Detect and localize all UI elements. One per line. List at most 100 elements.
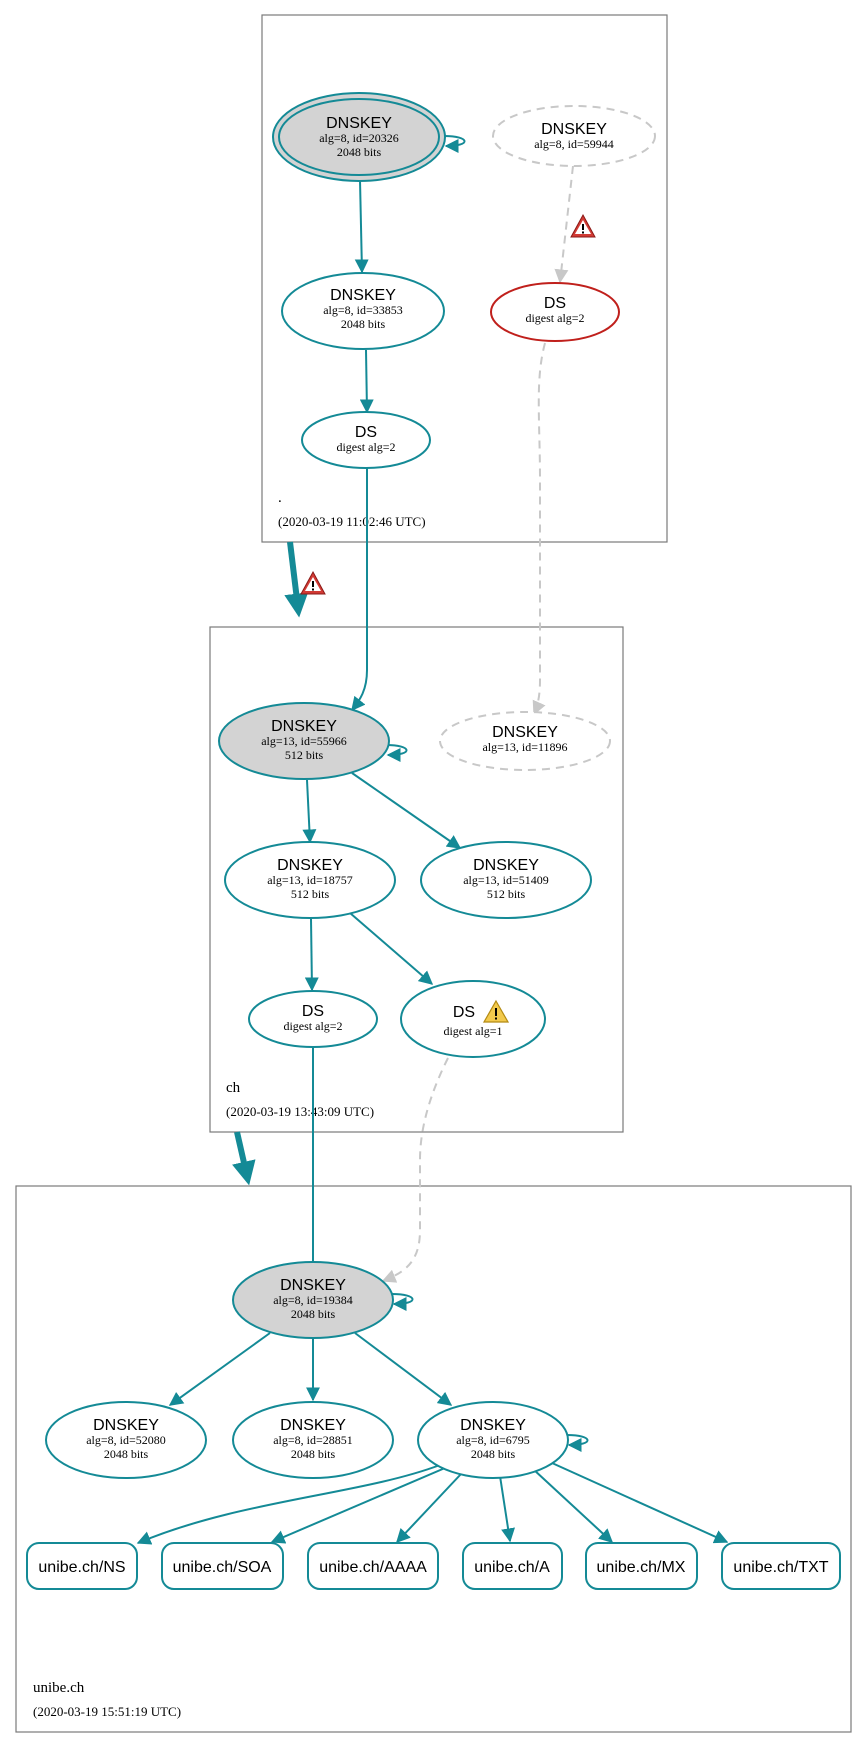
rrset-aaaa[interactable]: unibe.ch/AAAA — [307, 1542, 439, 1590]
edge-ch-zsk1-ds1 — [349, 912, 434, 985]
node-bits: 2048 bits — [291, 1307, 336, 1321]
node-title: DS — [302, 1003, 324, 1020]
edge-root-bogus-ds-ch-ghost — [532, 342, 546, 716]
node-bits: 512 bits — [285, 748, 324, 762]
node-alg-id: alg=8, id=33853 — [323, 303, 403, 317]
rrset-txt[interactable]: unibe.ch/TXT — [721, 1542, 841, 1590]
node-digest: digest alg=2 — [336, 440, 395, 454]
edge-zsk-soa — [270, 1467, 446, 1544]
edge-zsk-txt — [551, 1462, 729, 1544]
rrset-label: unibe.ch/AAAA — [319, 1559, 427, 1576]
node-title: DS — [544, 295, 566, 312]
node-alg-id: alg=8, id=20326 — [319, 131, 399, 145]
edge-ch-ksk-zsk2 — [351, 772, 462, 849]
node-root-zsk[interactable]: DNSKEY alg=8, id=33853 2048 bits — [281, 272, 445, 350]
node-digest: digest alg=2 — [283, 1019, 342, 1033]
node-alg-id: alg=13, id=55966 — [261, 734, 347, 748]
rrset-label: unibe.ch/MX — [597, 1559, 686, 1576]
node-root-bogus-ds[interactable]: DS digest alg=2 — [490, 282, 620, 342]
zone-label: . — [278, 490, 282, 506]
rrset-soa[interactable]: unibe.ch/SOA — [161, 1542, 284, 1590]
node-bits: 2048 bits — [337, 145, 382, 159]
node-bits: 2048 bits — [341, 317, 386, 331]
node-digest: digest alg=1 — [443, 1024, 502, 1038]
node-alg-id: alg=8, id=19384 — [273, 1293, 353, 1307]
node-bits: 512 bits — [487, 887, 526, 901]
edge-root-ksk-zsk — [354, 179, 369, 274]
edge-zsk-aaaa — [396, 1473, 462, 1544]
node-alg-id: alg=8, id=52080 — [86, 1433, 166, 1447]
edge-ch-ksk-self — [385, 744, 408, 762]
edge-ch-ds1-unibe-ksk — [381, 1057, 449, 1283]
edge-unibe-zsk-self — [566, 1434, 589, 1452]
node-title: DNSKEY — [330, 287, 396, 304]
edge-unibe-ksk-zsk — [354, 1332, 453, 1406]
edge-root-ds-ch-ksk — [351, 465, 368, 712]
edge-ch-ksk-zsk1 — [302, 779, 317, 844]
node-unibe-ksk[interactable]: DNSKEY alg=8, id=19384 2048 bits — [232, 1261, 394, 1339]
node-bits: 2048 bits — [291, 1447, 336, 1461]
node-ch-zsk2[interactable]: DNSKEY alg=13, id=51409 512 bits — [420, 841, 592, 919]
node-bits: 512 bits — [291, 887, 330, 901]
node-title: DNSKEY — [492, 724, 558, 741]
rrset-mx[interactable]: unibe.ch/MX — [585, 1542, 698, 1590]
node-alg-id: alg=13, id=18757 — [267, 873, 353, 887]
node-ch-zsk1[interactable]: DNSKEY alg=13, id=18757 512 bits — [224, 841, 396, 919]
rrset-label: unibe.ch/SOA — [173, 1559, 272, 1576]
node-title: DNSKEY — [541, 121, 607, 138]
delegation-arrow-root-ch — [284, 541, 309, 618]
node-unibe-dnskey-52080[interactable]: DNSKEY alg=8, id=52080 2048 bits — [45, 1401, 207, 1479]
edge-ch-zsk1-ds2 — [304, 918, 319, 992]
node-alg-id: alg=8, id=28851 — [273, 1433, 353, 1447]
warning-icon[interactable] — [482, 999, 510, 1023]
node-digest: digest alg=2 — [525, 311, 584, 325]
zone-timestamp: (2020-03-19 11:02:46 UTC) — [278, 514, 426, 529]
node-title: DNSKEY — [460, 1417, 526, 1434]
node-title: DNSKEY — [277, 857, 343, 874]
node-alg-id: alg=13, id=11896 — [482, 740, 567, 754]
node-title: DNSKEY — [93, 1417, 159, 1434]
error-icon[interactable] — [570, 213, 596, 238]
node-root-ksk[interactable]: DNSKEY alg=8, id=20326 2048 bits — [272, 92, 446, 182]
node-root-ghost-dnskey[interactable]: DNSKEY alg=8, id=59944 — [492, 105, 656, 167]
node-alg-id: alg=8, id=59944 — [534, 137, 614, 151]
node-ch-ghost-dnskey[interactable]: DNSKEY alg=13, id=11896 — [439, 711, 611, 771]
rrset-label: unibe.ch/NS — [38, 1559, 125, 1576]
node-bits: 2048 bits — [471, 1447, 516, 1461]
node-title: DNSKEY — [271, 718, 337, 735]
zone-timestamp: (2020-03-19 15:51:19 UTC) — [33, 1704, 181, 1719]
node-ch-ds-digest1[interactable]: DS digest alg=1 — [400, 980, 546, 1058]
node-title: DS — [453, 1004, 475, 1021]
zone-label: ch — [226, 1080, 241, 1096]
rrset-label: unibe.ch/A — [474, 1559, 550, 1576]
node-title: DS — [355, 424, 377, 441]
edge-root-zsk-ds — [359, 349, 374, 414]
edge-root-ghost-ds — [554, 165, 574, 284]
delegation-arrow-ch-unibe — [232, 1131, 256, 1186]
node-root-ds[interactable]: DS digest alg=2 — [301, 411, 431, 469]
edge-zsk-a — [499, 1475, 516, 1543]
node-bits: 2048 bits — [104, 1447, 149, 1461]
rrset-a[interactable]: unibe.ch/A — [462, 1542, 563, 1590]
edge-zsk-mx — [532, 1468, 614, 1543]
rrset-ns[interactable]: unibe.ch/NS — [26, 1542, 138, 1590]
edge-unibe-ksk-self — [391, 1293, 414, 1311]
node-unibe-dnskey-28851[interactable]: DNSKEY alg=8, id=28851 2048 bits — [232, 1401, 394, 1479]
node-title: DNSKEY — [473, 857, 539, 874]
edge-root-ksk-self — [443, 135, 466, 153]
node-ch-ksk[interactable]: DNSKEY alg=13, id=55966 512 bits — [218, 702, 390, 780]
zone-timestamp: (2020-03-19 13:43:09 UTC) — [226, 1104, 374, 1119]
node-title: DNSKEY — [280, 1277, 346, 1294]
error-icon[interactable] — [300, 570, 326, 595]
node-alg-id: alg=8, id=6795 — [456, 1433, 530, 1447]
node-unibe-zsk[interactable]: DNSKEY alg=8, id=6795 2048 bits — [417, 1401, 569, 1479]
edge-zsk-ns — [136, 1464, 441, 1545]
node-ch-ds-digest2[interactable]: DS digest alg=2 — [248, 990, 378, 1048]
zone-label: unibe.ch — [33, 1680, 85, 1696]
node-alg-id: alg=13, id=51409 — [463, 873, 549, 887]
node-title: DNSKEY — [280, 1417, 346, 1434]
edge-unibe-ksk-k1 — [168, 1332, 271, 1406]
node-title: DNSKEY — [326, 115, 392, 132]
rrset-label: unibe.ch/TXT — [733, 1559, 828, 1576]
